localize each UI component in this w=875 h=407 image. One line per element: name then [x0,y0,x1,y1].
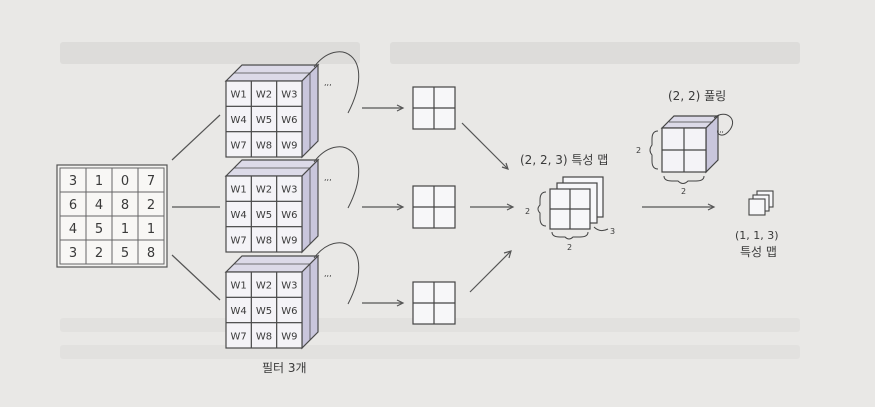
filter-weight-cell [276,322,303,349]
filter-weight-label: W1 [231,185,247,196]
pooling-label: (2, 2) 풀링 [668,89,726,103]
filter-weight-label: W5 [256,115,272,126]
filter-weight-cell [276,131,303,158]
filter-weight-label: W5 [256,306,272,317]
filter-weight-label: W8 [256,140,272,151]
input-cell-value: 3 [69,246,77,261]
input-cell [137,167,165,193]
pooling-cube: (2, 2) 풀링 ,,, 2 2 [636,89,734,196]
pool-height-dim: 2 [636,146,641,155]
stack-to-output-arrow [642,203,716,211]
input-matrix: 3 1 0 7 6 4 8 2 4 5 1 1 3 2 5 8 [56,164,168,268]
input-cell [137,239,165,265]
filter-weight-label: W3 [281,185,297,196]
input-cell-value: 1 [121,222,129,237]
filter-weight-label: W9 [281,140,297,151]
svg-text:,,,: ,,, [717,126,724,134]
stack-width-dim: 2 [567,243,572,252]
filter-weight-cell [276,226,303,253]
filter-weight-label: W5 [256,210,272,221]
feature-map-label: (2, 2, 3) 특성 맵 [520,153,608,167]
svg-text:,,,: ,,, [324,269,332,278]
input-cell [59,215,87,241]
filter-weight-label: W7 [231,331,247,342]
input-cell-value: 2 [147,198,155,213]
input-cell [59,239,87,265]
output-feature-map: (1, 1, 3) 특성 맵 [735,190,779,259]
input-cell-value: 5 [95,222,103,237]
filter-weight-label: W9 [281,235,297,246]
svg-text:,,,: ,,, [324,173,332,182]
convolution-outputs [412,86,456,325]
map-to-stack-arrows [461,122,515,293]
input-cell-value: 1 [95,174,103,189]
input-cell-value: 4 [69,222,77,237]
input-cell [137,215,165,241]
input-cell [85,191,113,217]
input-cell-value: 7 [147,174,155,189]
input-cell [111,191,139,217]
filter-weight-label: W4 [231,115,247,126]
input-cell [59,167,87,193]
filter-weight-label: W8 [256,235,272,246]
filter-weight-label: W2 [256,281,272,292]
filter-weight-label: W1 [231,90,247,101]
input-cell [111,215,139,241]
input-to-filter-lines [171,114,221,301]
svg-text:,,,: ,,, [324,78,332,87]
filter-weight-label: W2 [256,185,272,196]
filter-weight-label: W4 [231,306,247,317]
filter-weight-label: W6 [281,306,297,317]
input-cell-value: 1 [147,222,155,237]
convolution-output-map [412,185,456,229]
filter-weight-label: W3 [281,281,297,292]
filter-weight-label: W6 [281,115,297,126]
feature-map-stack: (2, 2, 3) 특성 맵 2 2 3 [520,153,615,252]
filter-weight-label: W7 [231,140,247,151]
input-cell-value: 2 [95,246,103,261]
filter-weight-label: W4 [231,210,247,221]
filter-weight-label: W1 [231,281,247,292]
pool-width-dim: 2 [681,187,686,196]
convolution-output-map [412,86,456,130]
input-cell-value: 5 [121,246,129,261]
filter-weight-label: W2 [256,90,272,101]
filter-weight-label: W3 [281,90,297,101]
filters-caption: 필터 3개 [262,361,307,375]
input-cell [111,239,139,265]
input-cell [59,191,87,217]
input-cell-value: 3 [69,174,77,189]
input-cell [85,239,113,265]
input-cell [137,191,165,217]
convolution-output-map [412,281,456,325]
input-cell-value: 8 [147,246,155,261]
filter-weight-label: W7 [231,235,247,246]
filter-weight-label: W6 [281,210,297,221]
input-cell-value: 0 [121,174,129,189]
output-map-label: 특성 맵 [740,245,777,259]
input-cell-value: 8 [121,198,129,213]
filter-to-map-arrows [362,104,405,307]
filter-weight-label: W8 [256,331,272,342]
input-cell [85,167,113,193]
input-cell-value: 6 [69,198,77,213]
input-cell-value: 4 [95,198,103,213]
output-shape-label: (1, 1, 3) [735,229,779,242]
stack-depth-dim: 3 [610,227,615,236]
filter-weight-label: W9 [281,331,297,342]
stack-height-dim: 2 [525,207,530,216]
